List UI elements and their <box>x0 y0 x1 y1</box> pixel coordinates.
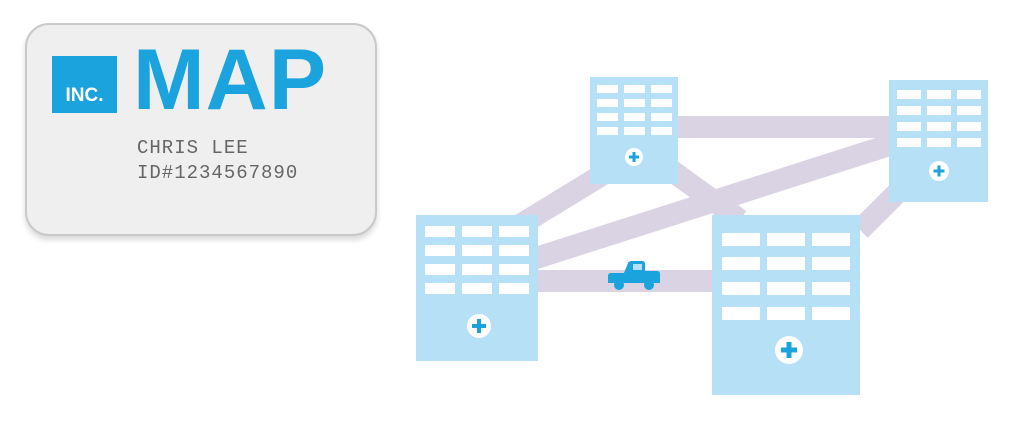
hospital-building-left <box>416 215 538 361</box>
building-windows <box>597 85 672 135</box>
building-windows <box>722 233 850 320</box>
inc-badge-label: INC. <box>65 85 104 106</box>
inc-badge: INC. <box>52 56 117 113</box>
card-holder-name: CHRIS LEE <box>137 137 249 159</box>
member-id-card: INC. MAP CHRIS LEE ID#1234567890 <box>25 23 377 236</box>
medical-cross-icon <box>929 161 949 181</box>
hospital-building-top-center <box>590 77 678 184</box>
card-holder-id: ID#1234567890 <box>137 162 299 184</box>
pickup-truck-icon <box>608 261 660 290</box>
hospital-building-top-right <box>889 80 988 202</box>
medical-cross-icon <box>467 314 491 338</box>
medical-cross-icon <box>775 336 803 364</box>
building-windows <box>897 90 981 147</box>
hospital-building-bottom-center <box>712 215 860 395</box>
brand-wordmark: MAP <box>133 32 328 128</box>
road-link-long-diagonal <box>526 129 909 271</box>
medical-cross-icon <box>625 148 643 166</box>
building-windows <box>425 226 529 294</box>
